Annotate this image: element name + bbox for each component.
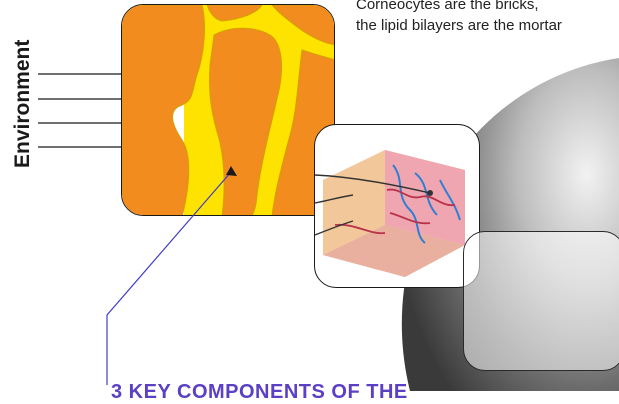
caption-line-2: the lipid bilayers are the mortar: [356, 15, 619, 36]
skin-section-panel: [314, 124, 480, 288]
third-panel: [463, 231, 619, 371]
caption-line-1: Corneocytes are the bricks,: [356, 0, 619, 15]
pointer-line: [95, 160, 245, 390]
brick-mortar-caption: Corneocytes are the bricks, the lipid bi…: [356, 0, 619, 36]
key-components-caption: 3 KEY COMPONENTS OF THE: [111, 381, 408, 404]
environment-label: Environment: [11, 48, 35, 168]
skin-section-illustration: [315, 125, 480, 288]
